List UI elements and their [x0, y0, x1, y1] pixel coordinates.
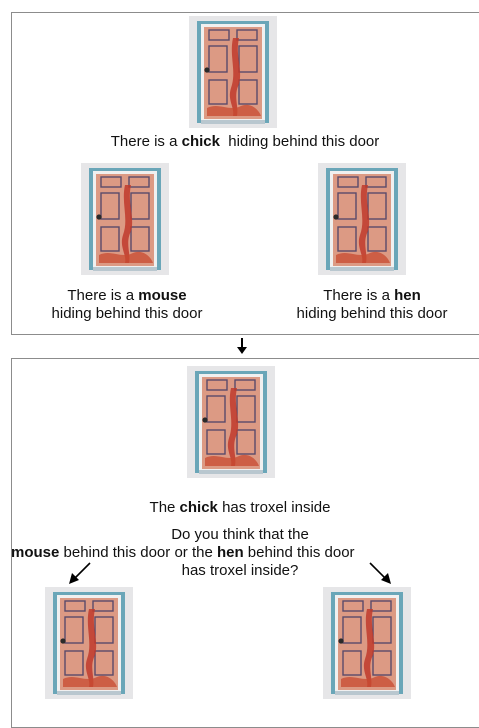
door-icon	[323, 587, 411, 699]
chick-caption: There is a chick hiding behind this door	[30, 133, 460, 151]
statement: The chick has troxel inside	[40, 499, 440, 517]
mouse-caption: There is a mouse hiding behind this door	[16, 287, 238, 323]
arrow-icon	[235, 337, 249, 355]
question-line-1: Do you think that the	[40, 526, 440, 544]
arrow-icon	[68, 561, 94, 585]
door-icon	[318, 163, 406, 275]
hen-caption: There is a hen hiding behind this door	[262, 287, 479, 323]
arrow-icon	[366, 561, 392, 585]
question-line-2: mouse behind this door or the hen behind…	[11, 544, 355, 562]
door-icon	[81, 163, 169, 275]
door-icon	[45, 587, 133, 699]
door-icon	[189, 16, 277, 128]
door-icon	[187, 366, 275, 478]
